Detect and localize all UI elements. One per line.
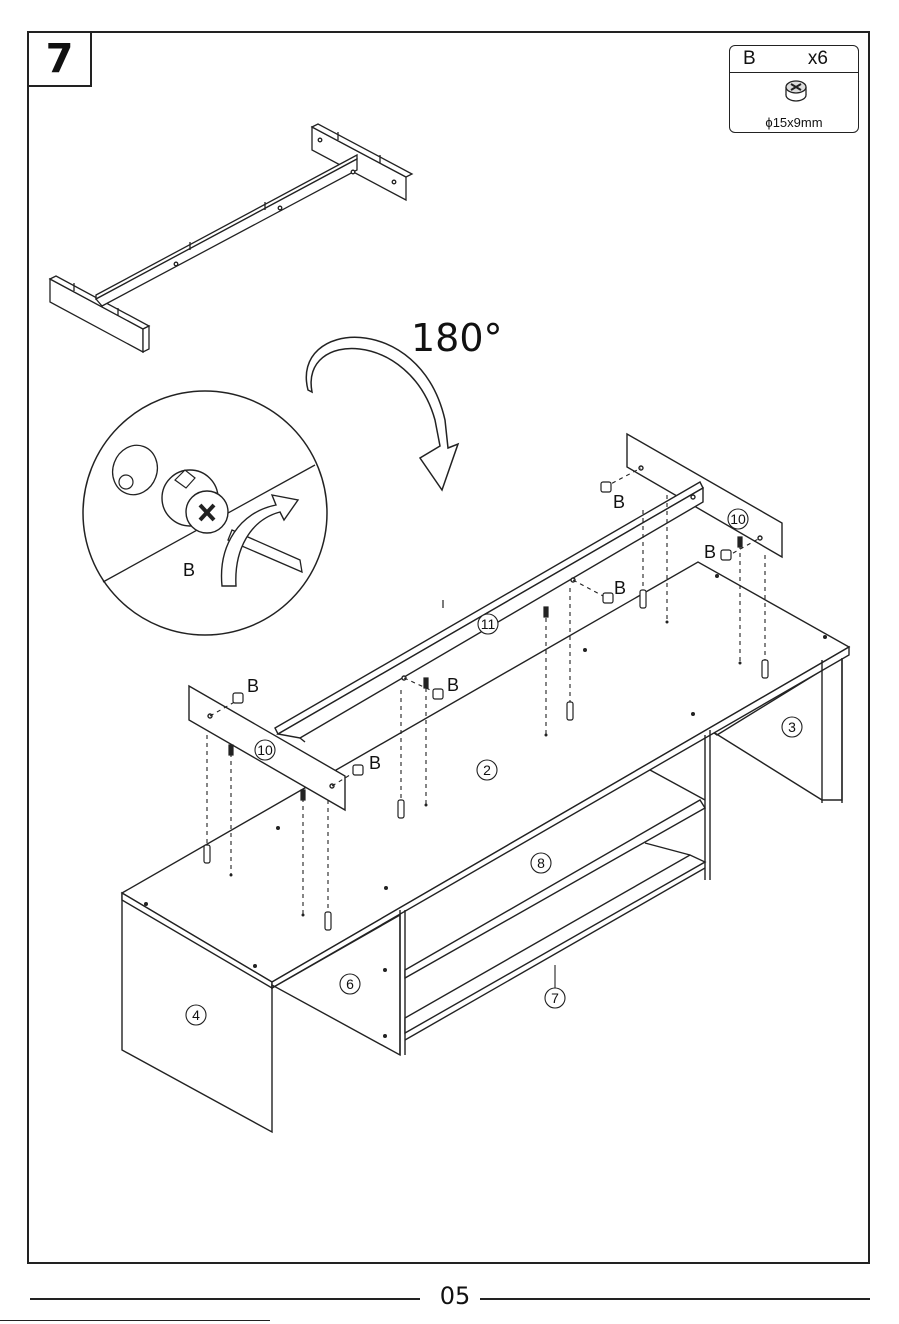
part-label-7: 7 [551,990,559,1006]
rotate-arrow-icon [306,337,458,490]
cabinet-assembly [122,562,849,1132]
hardware-label-b: B [614,578,626,598]
preview-frame-assembly [50,124,412,352]
part-label-8: 8 [537,855,545,871]
detail-callout [83,391,327,635]
part-label-11: 11 [481,616,496,632]
hardware-label-b: B [369,753,381,773]
hardware-label-b: B [704,542,716,562]
hardware-label-b: B [447,675,459,695]
part-label-3: 3 [788,719,796,735]
part-label-2: 2 [483,762,491,778]
hardware-label-b: B [247,676,259,696]
footer-rule-right [480,1298,870,1300]
page-number: 05 [425,1282,485,1310]
footer-edge-line [0,1320,270,1321]
part-label-10-left: 10 [257,742,273,758]
part-label-10-right: 10 [730,511,746,527]
part-label-6: 6 [346,976,354,992]
footer-rule-left [30,1298,420,1300]
callout-label-b: B [183,560,195,580]
part-label-4: 4 [192,1007,200,1023]
hardware-label-b: B [613,492,625,512]
